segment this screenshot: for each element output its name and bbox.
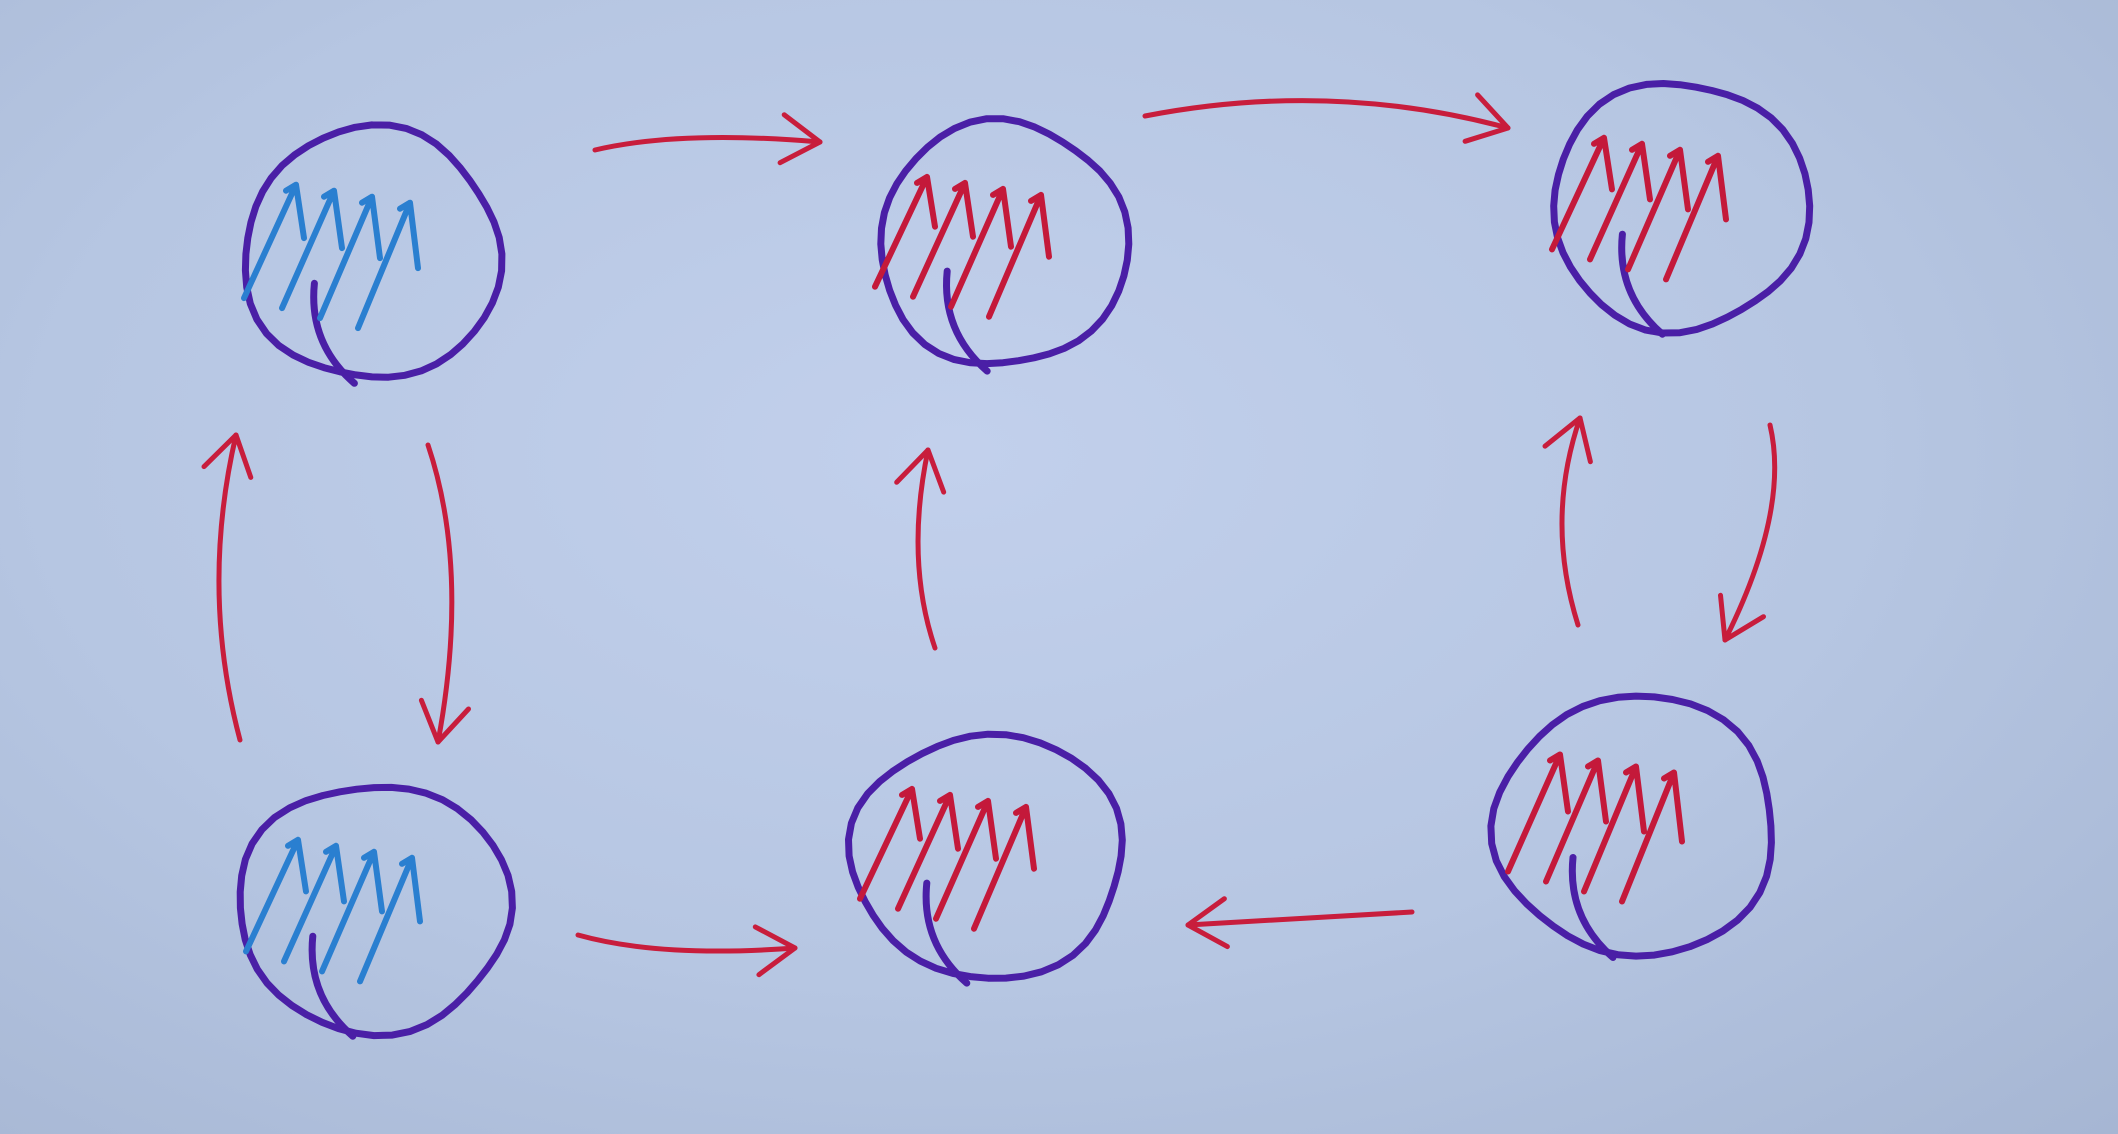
node-ring — [877, 115, 1133, 368]
arrow-head — [777, 112, 823, 166]
hatch-stroke — [317, 193, 383, 322]
arrow-head — [1718, 592, 1766, 643]
hatch-blue — [241, 181, 421, 332]
hatch-stroke — [1663, 152, 1729, 283]
hatch-stroke — [279, 187, 345, 312]
hatch-stroke — [1543, 757, 1609, 885]
node-ring — [241, 121, 506, 381]
node-top-left — [241, 121, 506, 387]
node-hook — [1568, 854, 1617, 961]
hatch-stroke — [241, 181, 307, 302]
hatch-blue — [243, 836, 423, 985]
node-hook — [1618, 230, 1666, 338]
arrow-shaft — [1722, 422, 1778, 643]
hatch-red — [1549, 134, 1729, 283]
arrow-head — [1185, 896, 1230, 950]
arrow-shaft — [1142, 98, 1511, 131]
node-hook — [922, 879, 971, 987]
node-top-right — [1549, 80, 1814, 338]
hatch-red — [1505, 751, 1685, 905]
node-ring — [236, 783, 516, 1040]
hatch-stroke — [319, 848, 385, 975]
arrow-head — [418, 697, 471, 745]
node-hook — [310, 279, 358, 387]
arrow-bottom-left-to-top-left — [201, 432, 254, 743]
arrow-bottom-right-to-bottom-middle — [1185, 896, 1415, 950]
hatch-stroke — [1581, 763, 1647, 895]
hatch-stroke — [1625, 146, 1691, 273]
hatch-stroke — [281, 842, 347, 965]
hatch-stroke — [933, 797, 999, 922]
arrow-shaft — [915, 447, 938, 651]
arrow-head — [894, 447, 947, 495]
node-top-middle — [872, 115, 1133, 375]
hatch-stroke — [895, 791, 961, 912]
arrow-head — [1462, 92, 1511, 144]
arrow-top-left-to-bottom-left — [418, 442, 471, 745]
arrow-shaft — [1185, 909, 1415, 928]
arrow-top-middle-to-top-right — [1142, 92, 1511, 144]
arrow-shaft — [1559, 415, 1583, 628]
arrow-bottom-left-to-bottom-middle — [575, 924, 798, 978]
nodes-layer — [236, 80, 1814, 1040]
node-ring — [1487, 692, 1775, 960]
arrow-head — [1542, 415, 1593, 465]
hatch-stroke — [355, 199, 421, 332]
node-bottom-left — [236, 783, 516, 1040]
hatch-stroke — [1549, 134, 1615, 253]
node-hook — [943, 267, 991, 375]
arrow-bottom-middle-to-top-middle — [894, 447, 947, 651]
arrow-head — [752, 924, 798, 978]
hatch-stroke — [1587, 140, 1653, 263]
hatch-stroke — [971, 803, 1037, 932]
arrow-shaft — [216, 432, 243, 743]
hatch-stroke — [872, 173, 938, 290]
arrow-bottom-right-to-top-right — [1542, 415, 1593, 628]
arrow-shaft — [592, 135, 823, 153]
node-ring — [845, 730, 1126, 982]
hatch-red — [872, 173, 1052, 320]
node-ring — [1550, 80, 1814, 337]
arrow-shaft — [425, 442, 455, 745]
hatch-stroke — [1505, 751, 1571, 875]
hatch-stroke — [357, 854, 423, 985]
hatch-stroke — [948, 185, 1014, 310]
node-bottom-right — [1487, 692, 1775, 961]
arrow-top-left-to-top-middle — [592, 112, 823, 166]
hatch-stroke — [1619, 769, 1685, 905]
arrow-top-right-to-bottom-right — [1718, 422, 1778, 643]
node-bottom-middle — [845, 730, 1126, 987]
hatch-stroke — [910, 179, 976, 300]
edges-layer — [201, 92, 1778, 978]
arrow-shaft — [575, 932, 798, 954]
hatch-stroke — [986, 191, 1052, 320]
arrow-head — [201, 432, 254, 480]
hatch-red — [857, 785, 1037, 932]
node-hook — [308, 932, 357, 1040]
hatch-stroke — [243, 836, 309, 955]
hatch-stroke — [857, 785, 923, 902]
